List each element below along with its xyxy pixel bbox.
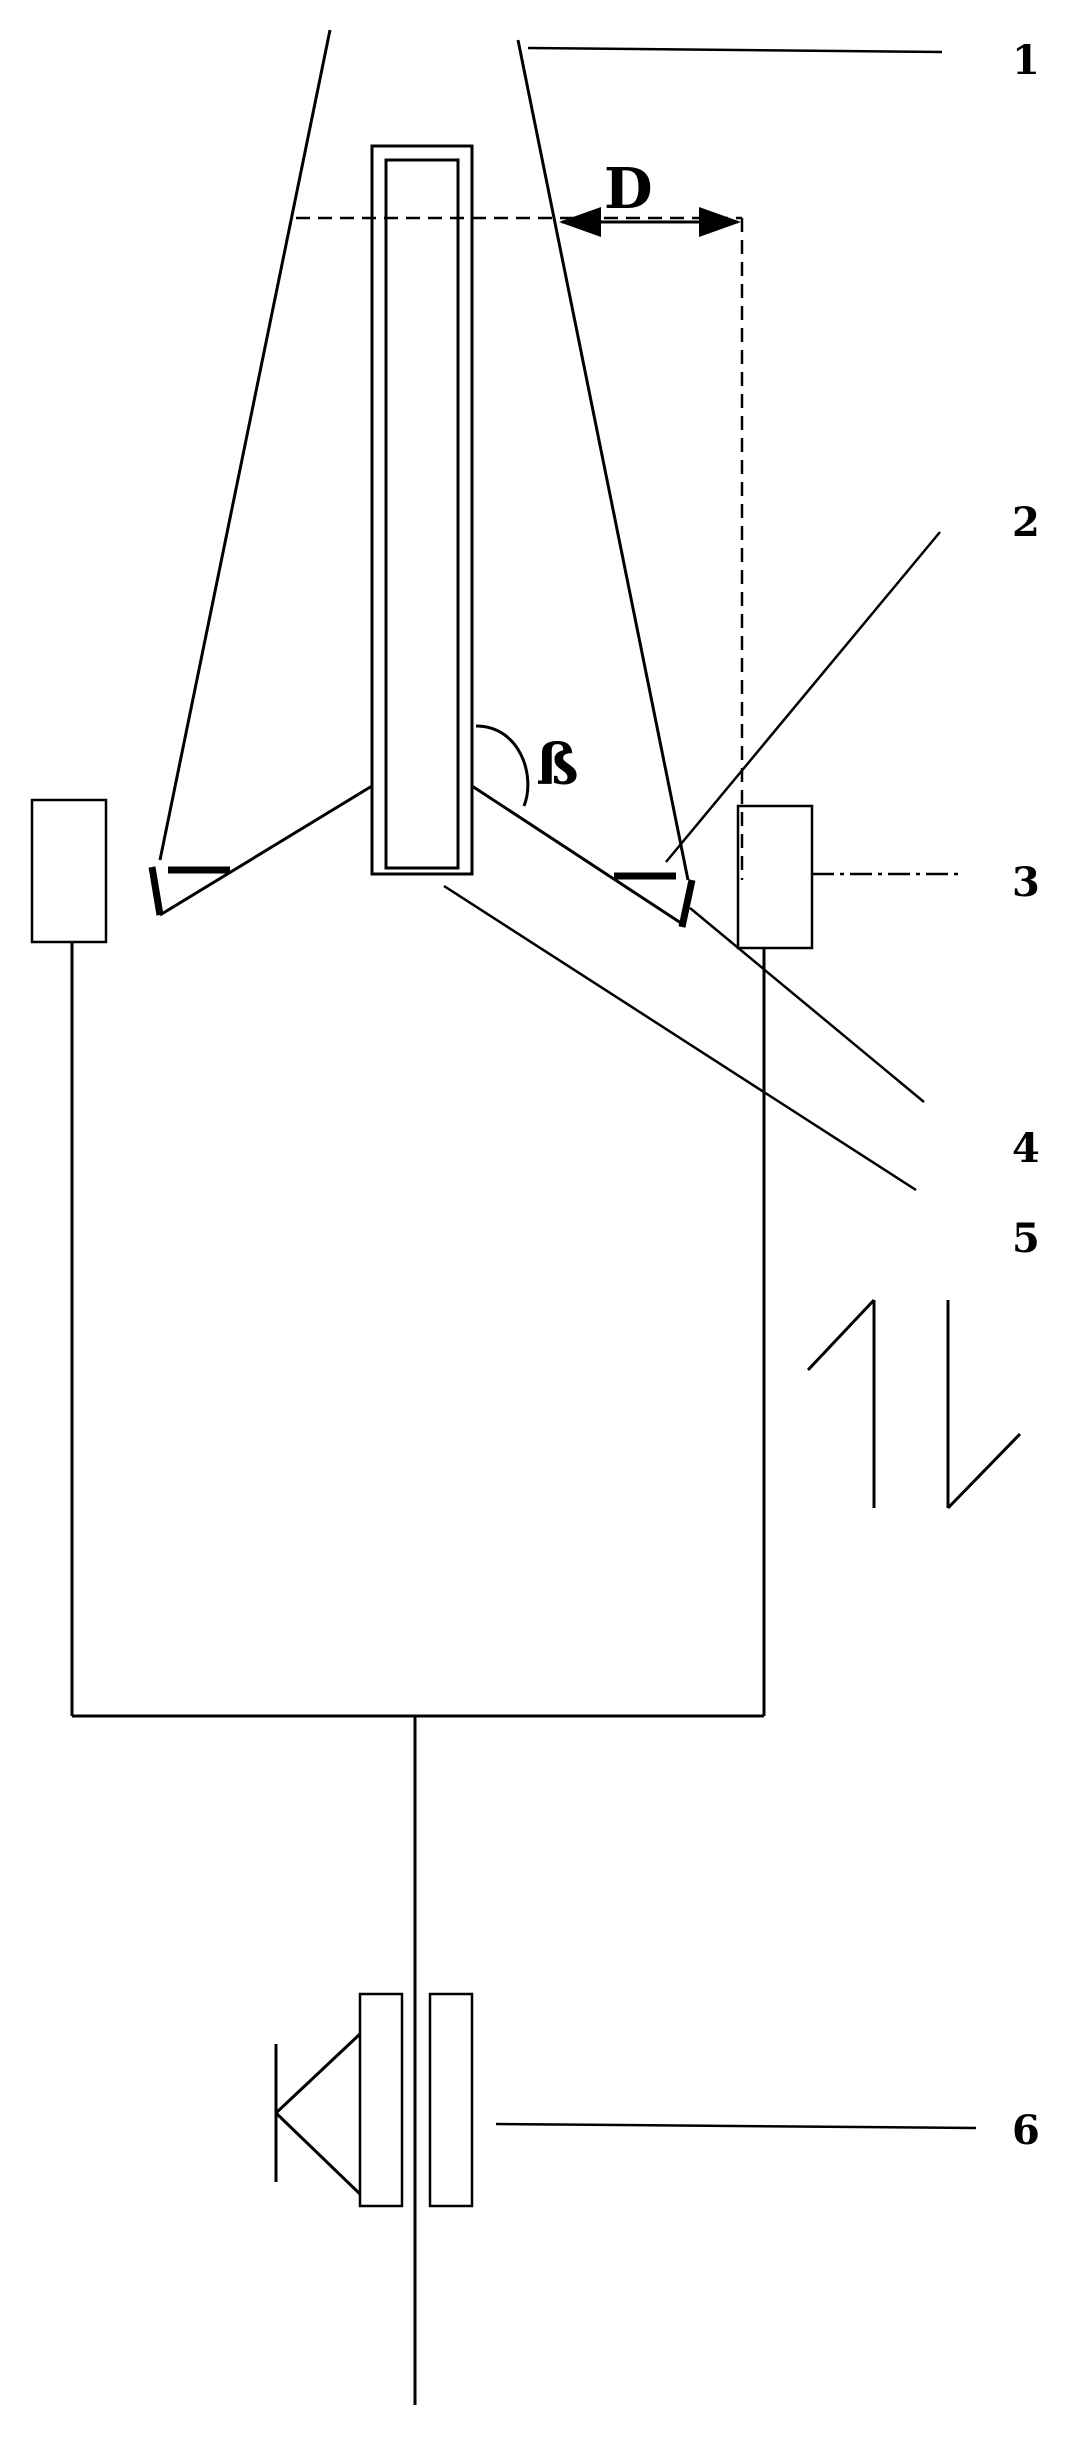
central-tube xyxy=(370,144,474,876)
cone-shell xyxy=(158,29,690,881)
label-1: 1 xyxy=(1012,37,1040,84)
v-bottom xyxy=(159,784,685,927)
angle-beta-label: ß xyxy=(536,732,579,798)
dimension-d-label: D xyxy=(604,156,653,222)
label-2: 2 xyxy=(1012,499,1040,546)
label-6: 6 xyxy=(1012,2107,1040,2154)
housing xyxy=(70,942,766,1718)
dimension-d xyxy=(296,207,744,880)
label-4: 4 xyxy=(1012,1125,1040,1172)
bearing-assembly xyxy=(274,1992,474,2208)
angle-arc xyxy=(475,724,530,807)
leader-lines xyxy=(443,46,977,2130)
label-5: 5 xyxy=(1012,1215,1040,1262)
side-blocks xyxy=(30,798,814,950)
reciprocating-motion-symbol xyxy=(806,1298,1022,1510)
label-3: 3 xyxy=(1012,859,1040,906)
nozzles xyxy=(148,866,696,928)
